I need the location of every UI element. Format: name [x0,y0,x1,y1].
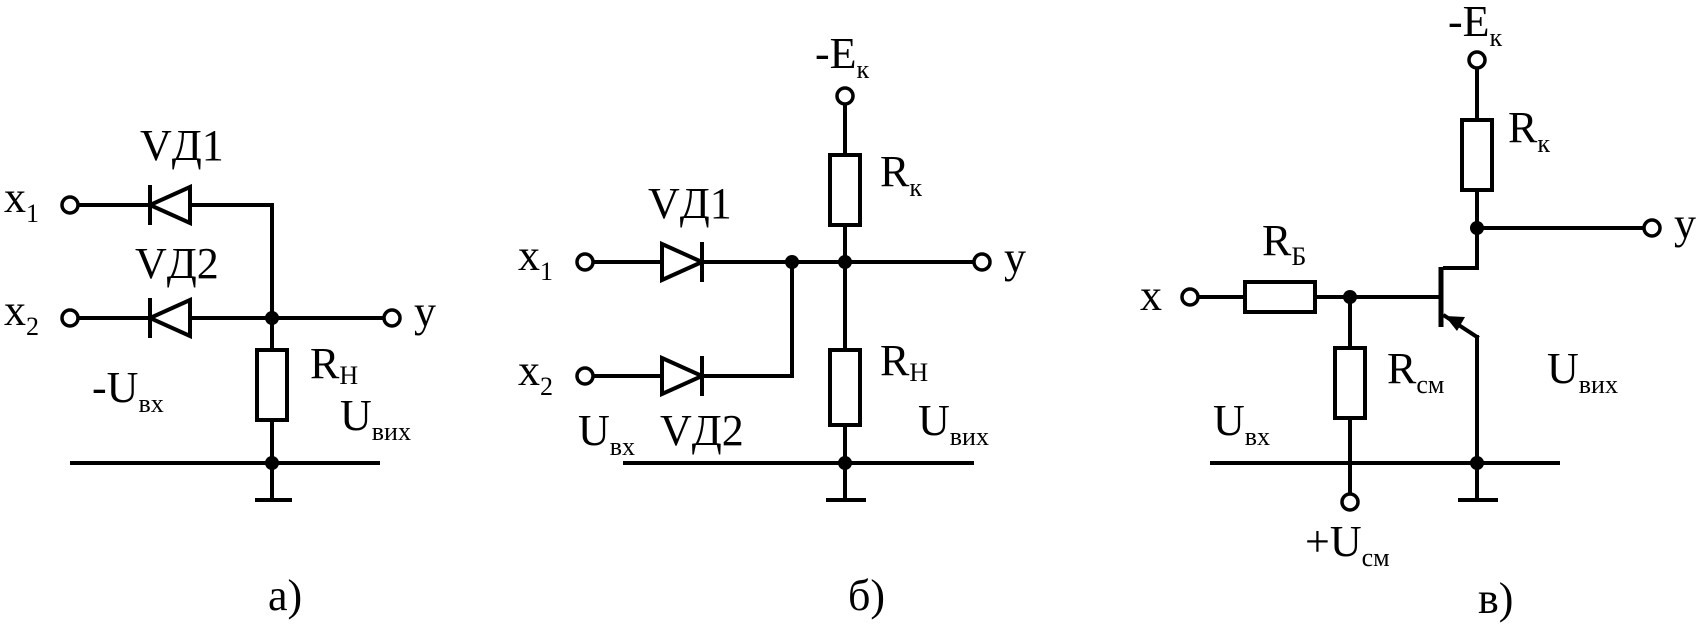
c-resistor-rsm [1333,346,1367,420]
c-terminal-y [1642,218,1662,238]
a-label-x1: x1 [4,173,39,228]
b-resistor-rn [828,348,862,427]
b-label-uout: Uвих [918,396,989,451]
b-label-ek: -Eк [815,29,870,84]
circuit-c: -Eк Rк y RБ x Rсм Uвих Uвх +Uсм в) [1140,0,1696,623]
a-label-uout: Uвих [340,391,411,446]
a-label-x2: x2 [4,286,39,341]
c-resistor-rk [1460,118,1494,192]
circuit-b: -Eк Rк VД1 x1 y RH x2 Uвх VД2 Uвих б) [518,29,1026,620]
c-node-base [1343,290,1357,304]
c-label-rsm: Rсм [1387,344,1444,399]
a-node-ground [265,456,279,470]
b-label-vd2: VД2 [660,406,744,455]
c-terminal-x [1180,287,1200,307]
b-node-left [785,255,799,269]
c-label-rb: RБ [1262,216,1306,271]
c-emitter-arrow [1445,316,1465,331]
a-label-vd2: VД2 [135,239,219,288]
b-node-center [838,255,852,269]
b-terminal-y [972,252,992,272]
a-terminal-x1 [60,195,80,215]
c-terminal-ek [1467,50,1487,70]
b-diode-vd2 [660,354,707,398]
c-label-ek: -Eк [1448,0,1503,52]
c-terminal-usm [1340,492,1360,512]
c-label-y: y [1674,199,1696,248]
a-caption: а) [268,571,302,620]
b-node-ground [838,456,852,470]
b-label-vd1: VД1 [648,179,732,228]
b-diode-vd1 [660,240,707,284]
b-label-uin: Uвх [578,406,635,461]
a-diode-vd1 [145,183,192,227]
b-terminal-x2 [575,366,595,386]
c-caption: в) [1478,574,1513,623]
c-resistor-rb [1243,280,1317,314]
b-label-y: y [1004,233,1026,282]
b-resistor-rk [828,153,862,227]
a-terminal-y [382,308,402,328]
b-terminal-ek [835,86,855,106]
a-label-rn: RH [310,339,358,390]
a-diode-vd2 [145,296,192,340]
c-node-collector [1470,221,1484,235]
c-label-usm: +Uсм [1305,517,1390,572]
b-terminal-x1 [575,252,595,272]
b-caption: б) [848,571,885,620]
a-label-y: y [414,287,436,336]
b-label-rn: RH [880,336,928,387]
a-node [265,311,279,325]
c-node-ground [1470,456,1484,470]
a-label-vd1: VД1 [140,121,224,170]
c-label-uout: Uвих [1547,344,1618,399]
a-terminal-x2 [60,308,80,328]
c-label-rk: Rк [1508,103,1550,158]
c-label-uin: Uвх [1213,396,1270,451]
b-label-rk: Rк [880,147,922,202]
b-label-x1: x1 [518,231,553,286]
circuit-a: VД1 VД2 x1 x2 y RH -Uвх Uвих а) [4,121,436,620]
c-label-x: x [1140,271,1162,320]
a-resistor-rn [255,348,289,422]
b-label-x2: x2 [518,346,553,401]
a-label-uin: -Uвх [92,363,164,418]
